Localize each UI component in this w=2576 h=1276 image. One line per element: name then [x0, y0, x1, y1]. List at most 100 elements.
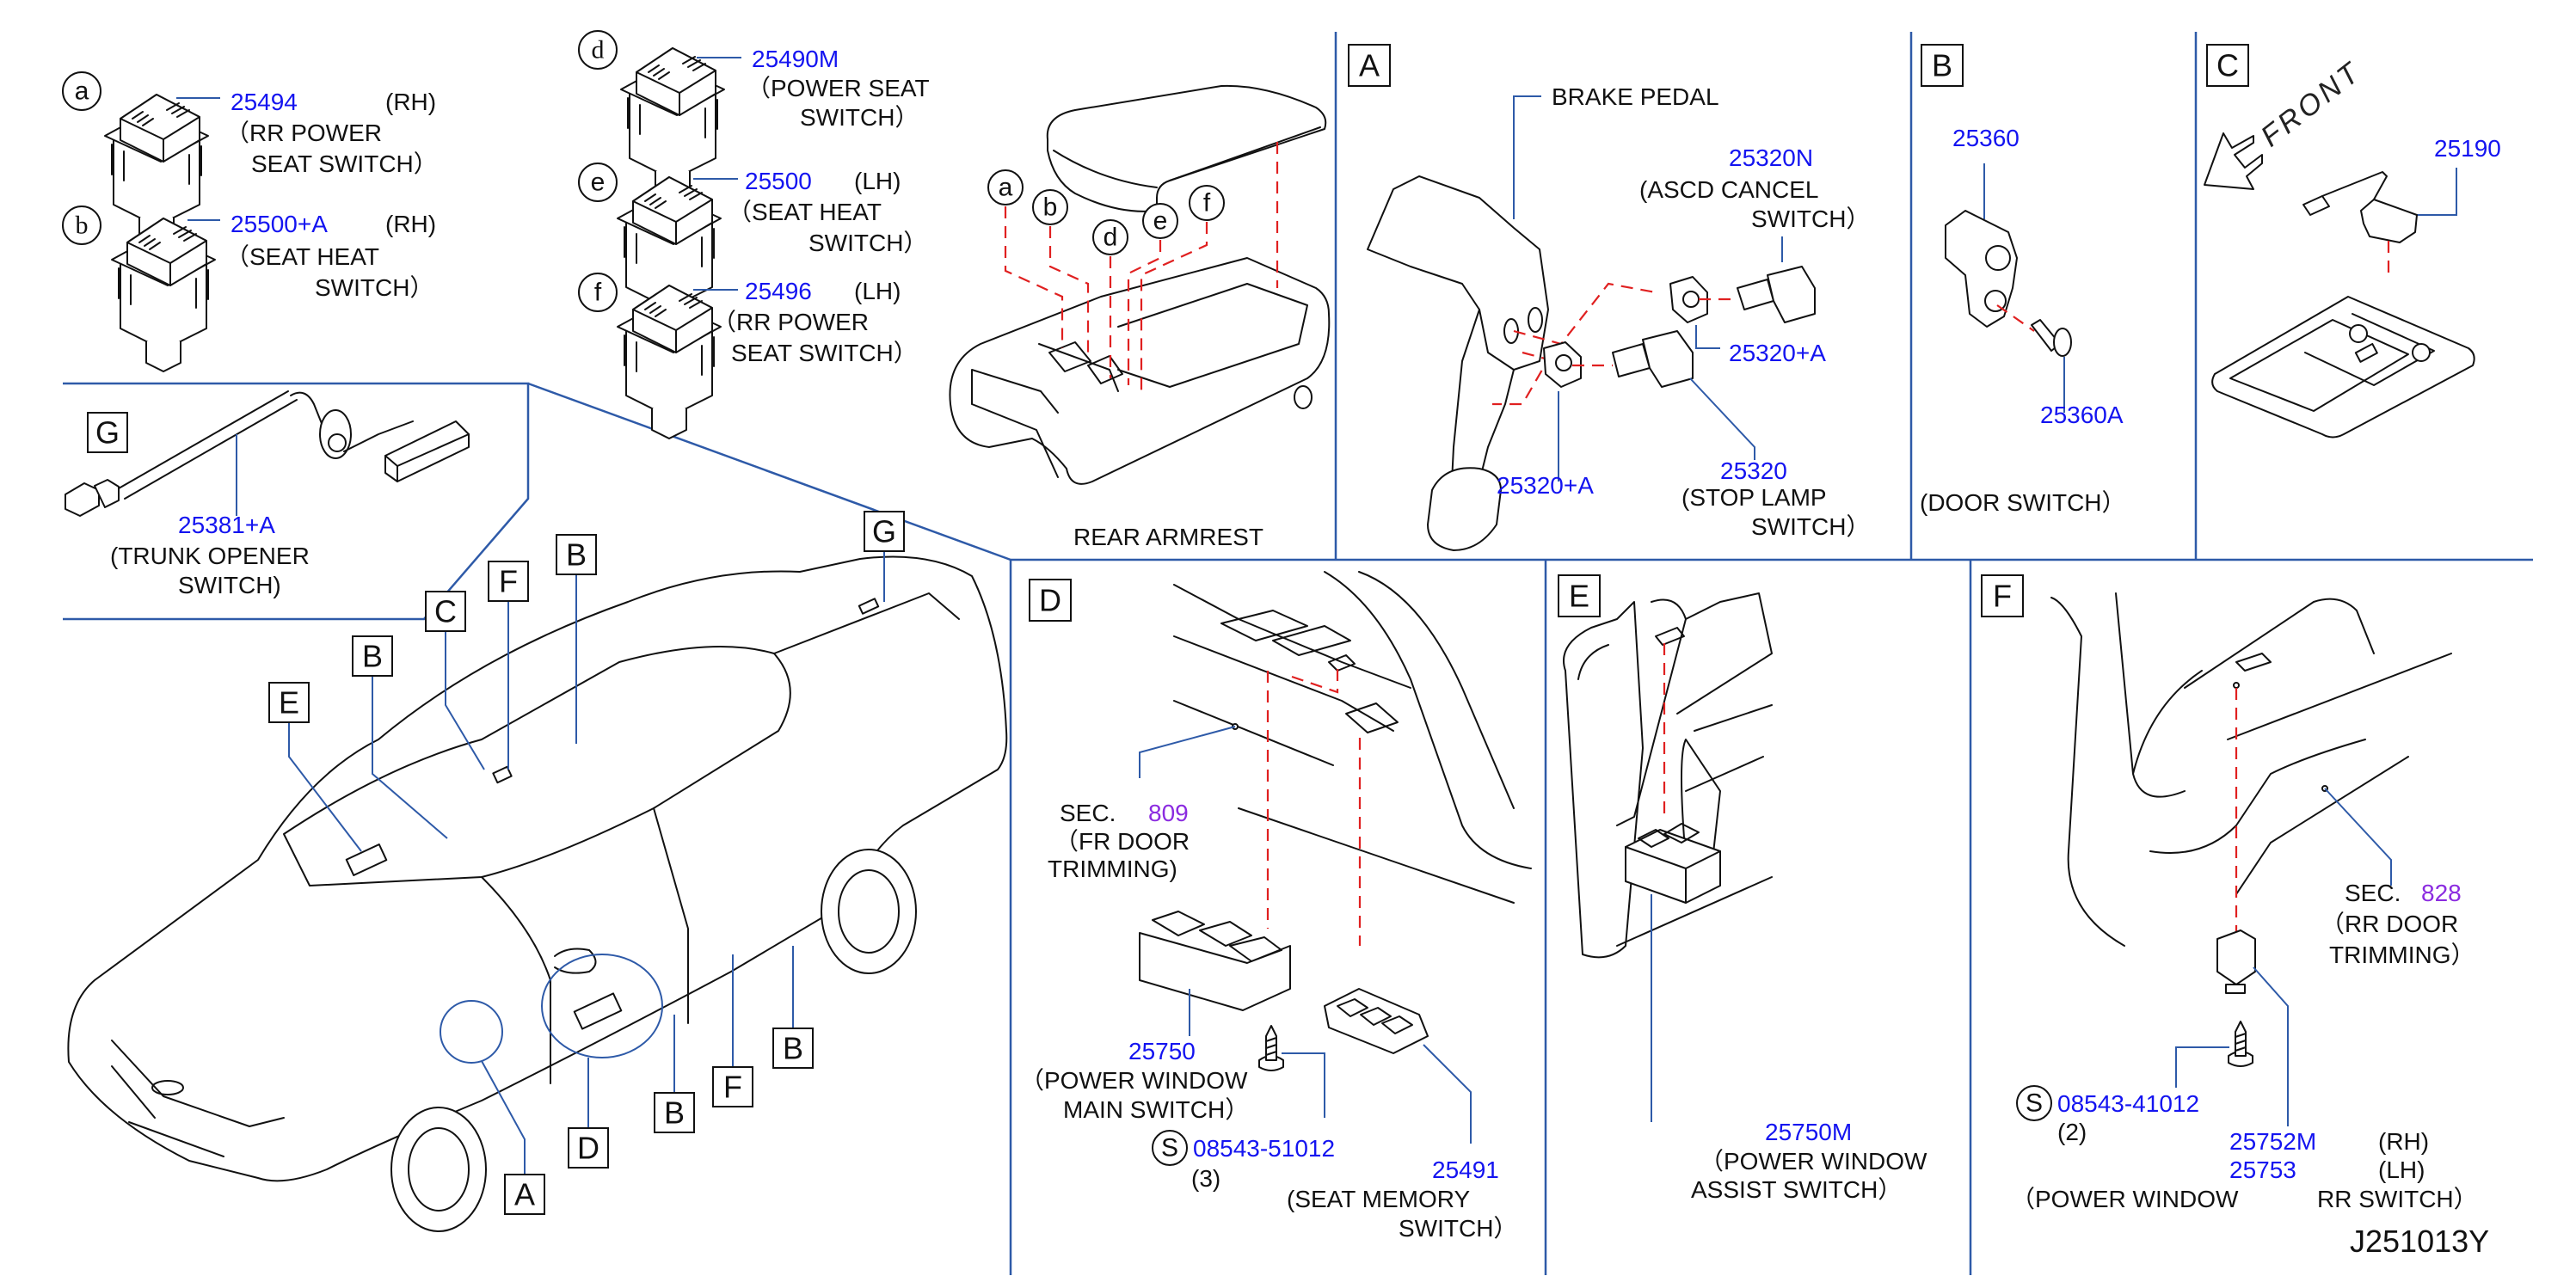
car-callout-C[interactable]: C [425, 591, 466, 632]
panel-b-door-switch: B 25360 25360A (DOOR SWITCH） [1920, 44, 2126, 516]
part-number[interactable]: 25490M [752, 46, 839, 72]
switch-e-callout[interactable]: e 25500 (LH) （SEAT HEAT SWITCH） [578, 163, 927, 331]
callout-letter: E [279, 685, 299, 721]
side-label: (RH) [385, 211, 436, 237]
power-window-rr-switch-icon [2216, 929, 2256, 985]
side-label: (LH) [2378, 1156, 2425, 1183]
panel-g-trunk-opener: G 25381+A (TRUNK OPENER SWITCH) [65, 390, 470, 598]
sec-ref-prefix: SEC. [1060, 800, 1116, 826]
part-description: （RR POWER [712, 309, 869, 335]
callout-letter: A [514, 1177, 535, 1212]
side-label: (LH) [854, 278, 901, 304]
armrest-callout-b[interactable]: b [1043, 193, 1058, 222]
part-number[interactable]: 25360 [1952, 125, 2020, 151]
callout-circle-e [578, 163, 618, 202]
part-number[interactable]: 25750M [1765, 1119, 1852, 1145]
part-description: SWITCH） [1399, 1215, 1517, 1242]
armrest-callout-a[interactable]: a [999, 174, 1013, 202]
part-description: SWITCH) [178, 572, 281, 598]
part-number[interactable]: 25491 [1432, 1156, 1499, 1183]
seat-heat-switch-icon [111, 218, 216, 372]
switch-d-callout[interactable]: d 25490M （POWER SEAT SWITCH） [578, 30, 930, 202]
callout-letter: B [362, 639, 383, 674]
brake-pedal-label: BRAKE PEDAL [1552, 83, 1719, 110]
sec-ref-desc: （RR DOOR [2321, 911, 2458, 937]
part-number[interactable]: 25190 [2434, 135, 2501, 162]
part-description: (SEAT MEMORY [1287, 1186, 1470, 1212]
armrest-lid [1046, 84, 1327, 212]
part-number[interactable]: 25500+A [231, 211, 328, 237]
car-callout-F[interactable]: F [488, 561, 529, 602]
callout-letter-e: e [591, 169, 606, 197]
armrest-callout-e[interactable]: e [1153, 207, 1168, 236]
part-number[interactable]: 25496 [745, 278, 812, 304]
callout-letter-a: a [75, 77, 89, 106]
rear-armrest: a b d e f REAR ARMREST [949, 84, 1331, 550]
part-description: (DOOR SWITCH） [1920, 489, 2126, 516]
callout-letter: G [872, 514, 896, 549]
part-description: （POWER SEAT [747, 75, 930, 101]
callout-circle-b [62, 206, 101, 245]
callout-circle-a [62, 71, 101, 111]
part-number[interactable]: 25752M [2229, 1128, 2316, 1155]
part-description: （SEAT HEAT [225, 243, 379, 270]
part-number[interactable]: 25494 [231, 89, 298, 115]
part-description: （SEAT HEAT [728, 199, 882, 225]
callout-circle-d [578, 30, 618, 70]
car-callout-B[interactable]: B [352, 635, 393, 677]
car-callout-D[interactable]: D [568, 1127, 609, 1169]
sec-ref-desc: TRIMMING） [2329, 942, 2475, 968]
part-number[interactable]: 25320 [1720, 457, 1787, 484]
part-number[interactable]: 25381+A [178, 512, 275, 538]
screw-symbol: S [2026, 1089, 2043, 1118]
sec-ref-number[interactable]: 809 [1148, 800, 1189, 826]
part-number[interactable]: 08543-51012 [1193, 1135, 1335, 1162]
part-number[interactable]: 25320+A [1729, 340, 1826, 366]
front-label: FRONT [2255, 55, 2368, 153]
armrest-title: REAR ARMREST [1073, 524, 1263, 550]
armrest-callout-f[interactable]: f [1203, 189, 1211, 218]
sec-ref-number[interactable]: 828 [2421, 880, 2462, 906]
armrest-callout-d[interactable]: d [1104, 224, 1118, 252]
ascd-switch-icon [1737, 266, 1816, 323]
door-trim-outline [1173, 571, 1532, 904]
part-description: RR SWITCH） [2317, 1186, 2478, 1212]
armrest-base [949, 257, 1331, 485]
quantity: (3) [1191, 1165, 1220, 1192]
sec-ref-desc: （FR DOOR [1054, 828, 1190, 855]
car-callout-B[interactable]: B [556, 534, 597, 575]
car-callout-A[interactable]: A [504, 1174, 545, 1215]
power-window-main-switch-icon [1139, 932, 1291, 1011]
callout-letter: F [723, 1070, 742, 1105]
part-number[interactable]: 08543-41012 [2057, 1090, 2199, 1117]
part-description: （POWER WINDOW [1020, 1067, 1248, 1094]
car-callout-F[interactable]: F [712, 1066, 753, 1107]
overhead-console-icon [2211, 296, 2475, 439]
car-callout-G[interactable]: G [864, 511, 905, 552]
part-number[interactable]: 25320N [1729, 144, 1813, 171]
car-callout-E[interactable]: E [268, 682, 310, 723]
part-description: SWITCH） [1751, 513, 1870, 540]
part-number[interactable]: 25360A [2040, 402, 2124, 428]
callout-letter-d: d [592, 36, 605, 64]
screw-icon [1258, 1025, 1284, 1071]
switch-b-callout[interactable]: b 25500+A (RH) （SEAT HEAT SWITCH） [62, 206, 436, 372]
part-number[interactable]: 25320+A [1497, 472, 1594, 499]
part-number[interactable]: 25750 [1128, 1038, 1196, 1064]
callout-letter-f: f [594, 279, 602, 307]
screw-symbol-circle [2016, 1085, 2052, 1121]
panel-label: E [1569, 579, 1589, 614]
switch-f-callout[interactable]: f 25496 (LH) （RR POWER SEAT SWITCH） [578, 273, 918, 439]
part-description: MAIN SWITCH） [1063, 1096, 1249, 1123]
power-seat-switch-icon [617, 285, 722, 439]
car-callout-B[interactable]: B [654, 1092, 695, 1133]
part-number[interactable]: 25753 [2229, 1156, 2296, 1183]
panel-label: A [1359, 48, 1380, 83]
callout-circle-f [578, 273, 618, 312]
panel-label: G [95, 415, 120, 451]
switch-a-callout[interactable]: a 25494 (RH) （RR POWER SEAT SWITCH） [62, 71, 438, 248]
part-description: ASSIST SWITCH） [1691, 1176, 1902, 1203]
sec-ref-prefix: SEC. [2345, 880, 2401, 906]
part-number[interactable]: 25500 [745, 168, 812, 194]
car-callout-B[interactable]: B [772, 1028, 814, 1069]
